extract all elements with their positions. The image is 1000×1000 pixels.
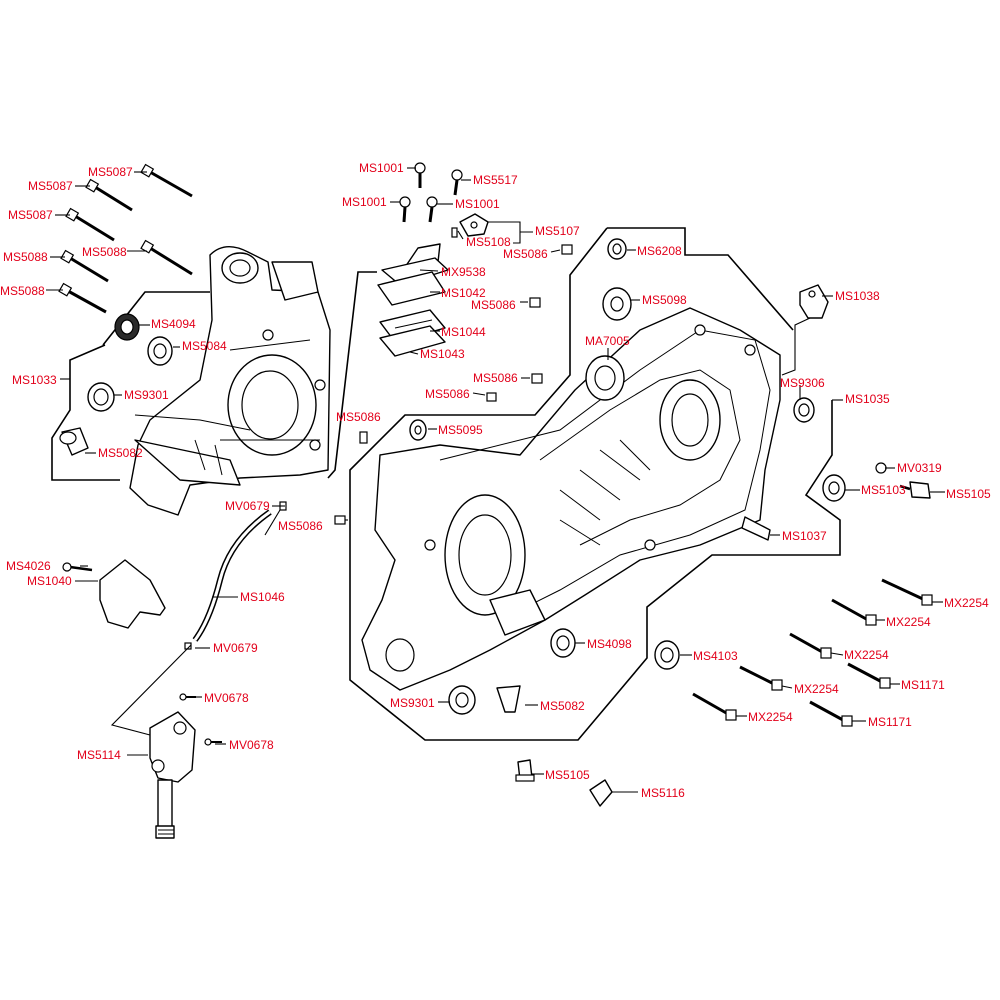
label-ms5086-f: MS5086 [425, 387, 470, 401]
label-ma7005: MA7005 [585, 334, 630, 348]
label-ms9306: MS9306 [780, 376, 825, 390]
label-ms5087-b: MS5087 [28, 179, 73, 193]
right-crankcase-half [361, 307, 781, 691]
label-ms4098: MS4098 [587, 637, 632, 651]
label-mx2254-b: MX2254 [886, 615, 931, 629]
label-ms5105-b: MS5105 [545, 768, 590, 782]
label-ms1001-b: MS1001 [342, 195, 387, 209]
label-ms5082-b: MS5082 [540, 699, 585, 713]
left-long-bolts [58, 163, 193, 314]
label-ms5087-c: MS5087 [8, 208, 53, 222]
reed-valve-group-outline [327, 271, 377, 479]
label-ms1035: MS1035 [845, 392, 890, 406]
label-ms5116: MS5116 [641, 786, 685, 800]
top-small-bolts [399, 162, 573, 402]
label-mv0319: MV0319 [897, 461, 942, 475]
label-ms5103: MS5103 [861, 483, 906, 497]
label-ms5088-a: MS5088 [82, 245, 127, 259]
leader-lines [46, 167, 945, 793]
label-mx2254-e: MX2254 [748, 710, 793, 724]
left-bracket [62, 559, 166, 629]
reed-valve-stack [334, 243, 449, 525]
label-ms1033: MS1033 [12, 373, 57, 387]
label-ms5086-c: MS5086 [503, 247, 548, 261]
label-ms4094: MS4094 [151, 317, 196, 331]
label-mx2254-a: MX2254 [944, 596, 989, 610]
oil-pump [149, 693, 222, 839]
label-mx2254-d: MX2254 [794, 682, 839, 696]
left-crankcase-half [129, 246, 331, 516]
label-mx2254-c: MX2254 [844, 648, 889, 662]
label-ms5114: MS5114 [77, 748, 121, 762]
label-ms5086-e: MS5086 [473, 371, 518, 385]
label-mv0678-b: MV0678 [229, 738, 274, 752]
label-mx9538: MX9538 [441, 265, 486, 279]
label-ms1001-a: MS1001 [359, 161, 404, 175]
label-ms4103: MS4103 [693, 649, 738, 663]
label-ms5084: MS5084 [182, 339, 227, 353]
label-ms1046: MS1046 [240, 590, 285, 604]
label-ms5086-b: MS5086 [278, 519, 323, 533]
part-labels: MS5087 MS5087 MS5087 MS5088 MS5088 MS508… [0, 161, 991, 800]
label-ms5095: MS5095 [438, 423, 483, 437]
label-ms5088-c: MS5088 [0, 284, 45, 298]
label-ms1001-c: MS1001 [455, 197, 500, 211]
label-ms5088-b: MS5088 [3, 250, 48, 264]
oil-hose [184, 501, 287, 650]
label-ms6208: MS6208 [637, 244, 682, 258]
label-ms9301-b: MS9301 [390, 696, 435, 710]
label-ms1043: MS1043 [420, 347, 465, 361]
label-ms5098: MS5098 [642, 293, 687, 307]
label-ms1040: MS1040 [27, 574, 72, 588]
label-ms5107: MS5107 [535, 224, 580, 238]
label-ms1171-b: MS1171 [868, 715, 912, 729]
right-crankcase-group-outline [349, 227, 841, 741]
label-ms1042: MS1042 [441, 286, 486, 300]
label-mv0679-b: MV0679 [213, 641, 258, 655]
right-bearings [409, 238, 887, 715]
label-ms9301-a: MS9301 [124, 388, 169, 402]
label-ms5082-a: MS5082 [98, 446, 143, 460]
label-ms5108: MS5108 [466, 235, 511, 249]
label-mv0678-a: MV0678 [204, 691, 249, 705]
left-bearings [59, 313, 173, 456]
label-ms1038: MS1038 [835, 289, 880, 303]
label-ms1044: MS1044 [441, 325, 486, 339]
label-ms4026: MS4026 [6, 559, 51, 573]
label-ms5517: MS5517 [473, 173, 518, 187]
label-ms1171-a: MS1171 [901, 678, 945, 692]
label-ms5086-d: MS5086 [471, 298, 516, 312]
label-ms1037: MS1037 [782, 529, 827, 543]
label-ms5105-a: MS5105 [946, 487, 991, 501]
right-hardware [515, 284, 931, 807]
label-ms5086-a: MS5086 [336, 410, 381, 424]
label-mv0679-a: MV0679 [225, 499, 270, 513]
label-ms5087-a: MS5087 [88, 165, 133, 179]
